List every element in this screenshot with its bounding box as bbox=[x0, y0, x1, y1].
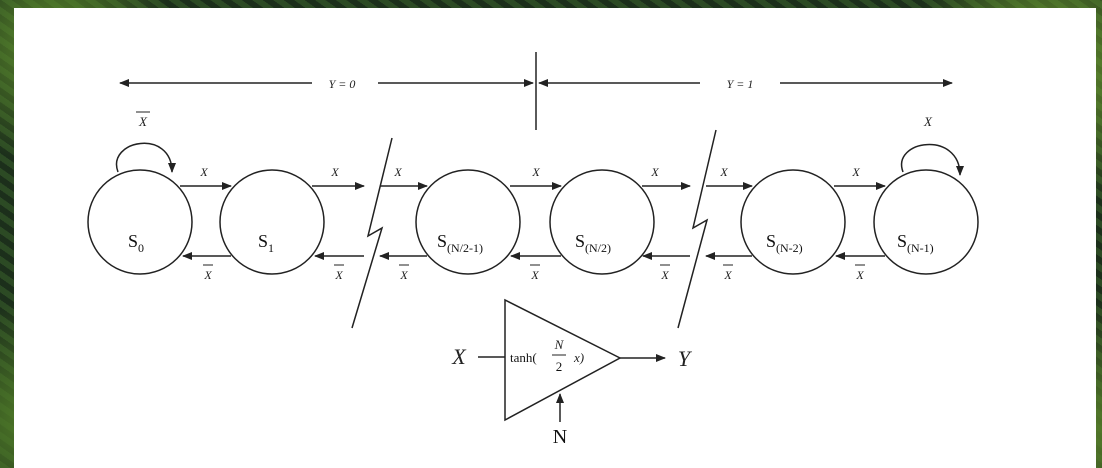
fwd-label: X bbox=[393, 165, 402, 179]
break-marker-right bbox=[677, 129, 717, 329]
back-label: X bbox=[723, 268, 732, 282]
amp-fraction-numerator: N bbox=[554, 337, 565, 352]
back-label: X bbox=[660, 268, 669, 282]
fwd-label: X bbox=[199, 165, 208, 179]
back-label: X bbox=[530, 268, 539, 282]
right-range-label: Y = 1 bbox=[727, 77, 754, 91]
back-label: X bbox=[203, 268, 212, 282]
range-indicator: Y = 0 Y = 1 bbox=[119, 52, 953, 130]
amp-control-label: N bbox=[553, 426, 567, 448]
state-label-n-minus-1: S(N-1) bbox=[897, 231, 934, 255]
state-s1 bbox=[219, 169, 325, 275]
back-label: X bbox=[399, 268, 408, 282]
amp-output-label: Y bbox=[678, 346, 693, 371]
break-marker-left bbox=[351, 137, 393, 329]
loop-label-right: X bbox=[923, 114, 933, 129]
forward-transitions: X X X X X X X bbox=[180, 165, 886, 190]
state-n-minus-1 bbox=[873, 169, 979, 275]
fwd-label: X bbox=[851, 165, 860, 179]
fwd-label: X bbox=[650, 165, 659, 179]
back-label: X bbox=[334, 268, 343, 282]
fwd-label: X bbox=[531, 165, 540, 179]
state-label-s0: S0 bbox=[128, 231, 144, 255]
amp-fraction-denominator: 2 bbox=[556, 359, 563, 374]
amp-triangle bbox=[504, 298, 622, 422]
state-n2-minus-1 bbox=[415, 169, 521, 275]
fwd-label: X bbox=[330, 165, 339, 179]
tanh-amplifier: X Y N tanh( N 2 x) bbox=[451, 298, 693, 448]
states: S0 S1 S(N/2-1) S(N/2) S(N-2) S(N-1) bbox=[87, 169, 979, 275]
state-label-n-minus-2: S(N-2) bbox=[766, 231, 803, 255]
state-label-s1: S1 bbox=[258, 231, 274, 255]
state-n-minus-2 bbox=[740, 169, 846, 275]
state-s0 bbox=[87, 169, 193, 275]
loop-label-left: X bbox=[138, 114, 148, 129]
state-label-n2-minus-1: S(N/2-1) bbox=[437, 231, 483, 255]
break-markers bbox=[351, 129, 717, 329]
amp-input-label: X bbox=[451, 344, 467, 369]
self-loop-sn1: X bbox=[900, 114, 964, 176]
backward-transitions: X X X X X X X bbox=[182, 252, 885, 282]
back-label: X bbox=[855, 268, 864, 282]
state-n2 bbox=[549, 169, 655, 275]
self-loop-s0: X bbox=[115, 111, 176, 173]
left-range-label: Y = 0 bbox=[329, 77, 356, 91]
amp-func-arg: x) bbox=[573, 350, 584, 365]
amp-func-label: tanh( bbox=[510, 350, 537, 365]
fwd-label: X bbox=[719, 165, 728, 179]
state-label-n2: S(N/2) bbox=[575, 231, 611, 255]
